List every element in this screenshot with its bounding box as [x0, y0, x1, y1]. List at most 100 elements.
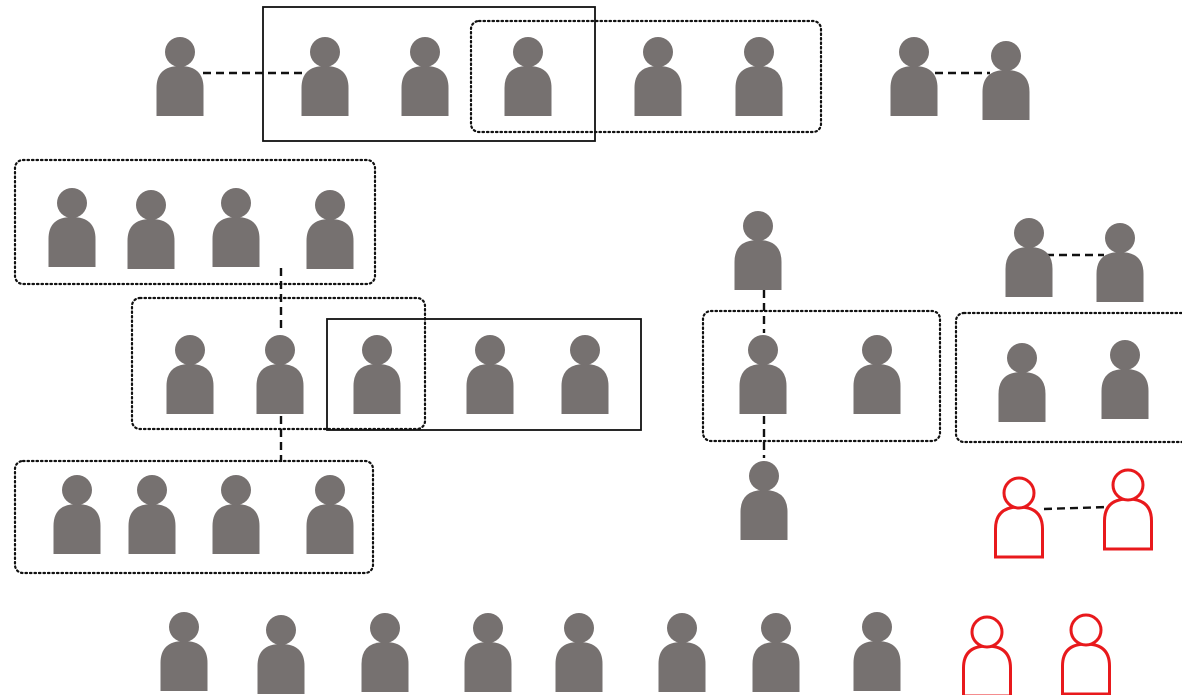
person-body — [361, 642, 409, 692]
person-head — [1111, 468, 1145, 502]
person-icon — [1096, 223, 1144, 302]
person-body — [466, 364, 514, 414]
person-body — [634, 66, 682, 116]
person-body — [156, 66, 204, 116]
person-icon — [853, 612, 901, 691]
person-icon — [466, 335, 514, 414]
person-head — [362, 335, 392, 365]
person-icon — [982, 41, 1030, 120]
person-head — [1014, 218, 1044, 248]
person-icon — [160, 612, 208, 691]
person-head — [410, 37, 440, 67]
person-body — [1005, 247, 1053, 297]
person-icon — [735, 37, 783, 116]
person-head — [761, 613, 791, 643]
person-icon — [740, 461, 788, 540]
person-icon — [353, 335, 401, 414]
person-icon — [1005, 218, 1053, 297]
person-body — [1061, 642, 1111, 695]
outline-person-icon — [1061, 613, 1111, 695]
person-icon — [504, 37, 552, 116]
person-body — [752, 642, 800, 692]
person-icon — [658, 613, 706, 692]
person-body — [853, 641, 901, 691]
person-body — [994, 505, 1044, 559]
person-head — [315, 190, 345, 220]
person-icon — [555, 613, 603, 692]
dotted-group-box — [130, 296, 427, 431]
person-head — [862, 612, 892, 642]
person-head — [743, 211, 773, 241]
person-body — [739, 364, 787, 414]
person-head — [310, 37, 340, 67]
person-icon — [890, 37, 938, 116]
person-body — [401, 66, 449, 116]
person-head — [265, 335, 295, 365]
person-icon — [127, 190, 175, 269]
dashed-connection — [1043, 505, 1109, 511]
person-body — [734, 240, 782, 290]
person-icon — [301, 37, 349, 116]
solid-group-box — [326, 318, 642, 431]
person-body — [160, 641, 208, 691]
person-head — [991, 41, 1021, 71]
person-icon — [306, 475, 354, 554]
person-body — [53, 504, 101, 554]
person-head — [221, 188, 251, 218]
person-head — [370, 613, 400, 643]
outline-person-icon — [962, 615, 1012, 695]
person-icon — [734, 211, 782, 290]
person-icon — [257, 615, 305, 694]
person-head — [748, 335, 778, 365]
person-head — [899, 37, 929, 67]
person-head — [62, 475, 92, 505]
person-body — [982, 70, 1030, 120]
person-body — [127, 219, 175, 269]
person-head — [175, 335, 205, 365]
person-head — [667, 613, 697, 643]
dotted-group-box — [13, 459, 375, 575]
person-head — [315, 475, 345, 505]
person-icon — [739, 335, 787, 414]
person-body — [962, 644, 1012, 695]
dotted-group-box — [701, 309, 942, 443]
person-head — [1002, 476, 1036, 510]
person-body — [735, 66, 783, 116]
person-head — [570, 335, 600, 365]
person-icon — [401, 37, 449, 116]
person-body — [353, 364, 401, 414]
person-icon — [561, 335, 609, 414]
person-icon — [306, 190, 354, 269]
person-body — [48, 217, 96, 267]
person-head — [1105, 223, 1135, 253]
person-body — [1096, 252, 1144, 302]
person-head — [57, 188, 87, 218]
person-body — [740, 490, 788, 540]
person-body — [306, 504, 354, 554]
person-body — [166, 364, 214, 414]
person-body — [890, 66, 938, 116]
person-body — [1103, 497, 1153, 551]
person-head — [136, 190, 166, 220]
person-body — [301, 66, 349, 116]
person-body — [998, 372, 1046, 422]
person-body — [257, 644, 305, 694]
person-icon — [1101, 340, 1149, 419]
person-icon — [853, 335, 901, 414]
person-icon — [361, 613, 409, 692]
person-body — [504, 66, 552, 116]
person-head — [473, 613, 503, 643]
person-icon — [634, 37, 682, 116]
person-icon — [128, 475, 176, 554]
person-icon — [166, 335, 214, 414]
person-icon — [256, 335, 304, 414]
person-head — [475, 335, 505, 365]
dotted-group-box — [13, 158, 377, 286]
person-head — [643, 37, 673, 67]
person-head — [970, 615, 1004, 649]
person-body — [555, 642, 603, 692]
person-head — [266, 615, 296, 645]
outline-person-icon — [1103, 468, 1153, 551]
